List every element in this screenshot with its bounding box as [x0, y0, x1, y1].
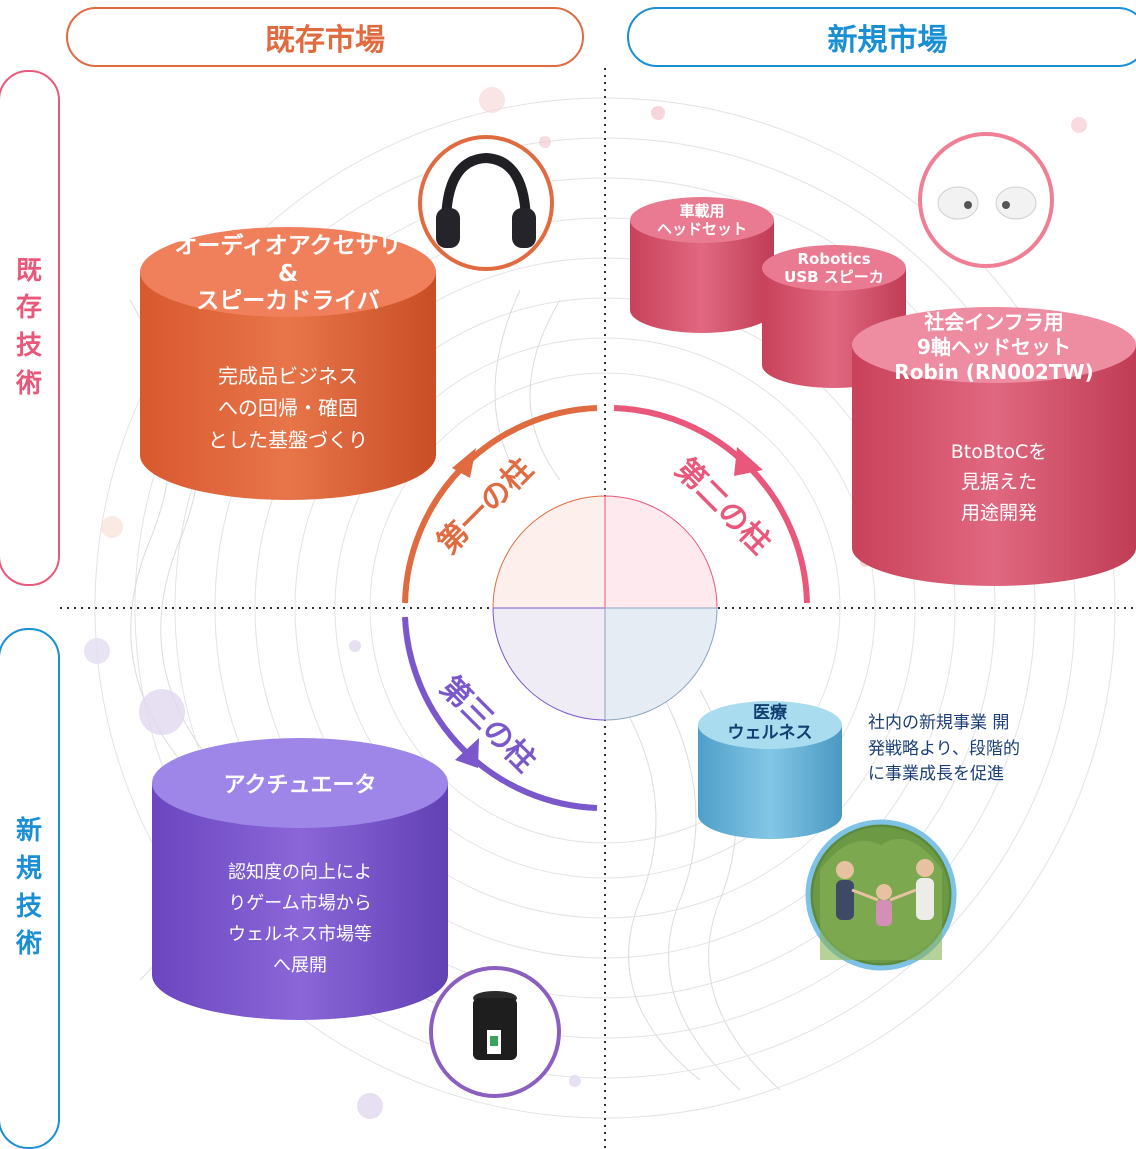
new-tech-char: 技: [15, 891, 42, 922]
second-pillar-arrow: [734, 447, 763, 476]
third-pillar-arrow: [455, 738, 479, 768]
audio-title-line: &: [277, 260, 299, 287]
new-tech-header: 新 規 技 術: [0, 628, 60, 1149]
earbuds-icon: [937, 186, 1037, 220]
medical-note-line: 発戦略より、段階的: [868, 738, 1020, 759]
audio-title-line: オーディオアクセサリ: [174, 233, 402, 259]
medical-note-line: 社内の新規事業 開: [868, 713, 1010, 733]
existing-market-header: 既存市場: [66, 7, 584, 67]
infra-body: BtoBtoCを 見据えた 用途開発: [862, 437, 1136, 528]
infra-title-line: 社会インフラ用: [924, 310, 1064, 334]
actuator-body-line: 認知度の向上によ: [228, 862, 372, 883]
actuator-photo: [429, 966, 561, 1098]
medical-note: 社内の新規事業 開 発戦略より、段階的 に事業成長を促進: [868, 711, 1068, 788]
medical-note-line: に事業成長を促進: [868, 764, 1004, 784]
audio-body-line: とした基盤づくり: [208, 428, 368, 452]
actuator-body-line: りゲーム市場から: [228, 892, 372, 914]
audio-body: 完成品ビジネス への回帰・確固 とした基盤づくり: [160, 360, 416, 456]
earbuds-photo: [918, 132, 1054, 268]
actuator-body-line: へ展開: [273, 954, 327, 976]
headphones-photo: [418, 135, 554, 271]
infra-title: 社会インフラ用 9軸ヘッドセット Robin (RN002TW): [862, 310, 1126, 385]
audio-body-line: への回帰・確固: [218, 396, 358, 420]
existing-tech-char: 既: [15, 255, 42, 286]
actuator-body: 認知度の向上によ りゲーム市場から ウェルネス市場等 へ展開: [152, 858, 448, 982]
actuator-cylinder: [152, 738, 448, 1020]
infra-body-line: 用途開発: [960, 501, 1037, 524]
existing-tech-header: 既 存 技 術: [0, 70, 60, 586]
new-tech-char: 新: [15, 816, 42, 847]
robotics-title: Robotics USB スピーカ: [762, 250, 906, 286]
car-headset-title: 車載用 ヘッドセット: [632, 202, 772, 238]
car-headset-cylinder: [630, 197, 774, 333]
existing-tech-char: 技: [15, 331, 42, 361]
robotics-title-line: Robotics: [797, 250, 871, 268]
medical-title-line: 医療: [753, 703, 787, 723]
infra-body-line: BtoBtoCを: [950, 441, 1048, 463]
medical-cylinder: [698, 701, 842, 839]
new-tech-char: 術: [15, 929, 42, 960]
audio-title-line: スピーカドライバ: [196, 288, 380, 315]
car-headset-title-line: ヘッドセット: [656, 220, 747, 238]
headphones-icon: [436, 152, 536, 248]
center-circle: [492, 495, 718, 721]
car-headset-title-line: 車載用: [679, 202, 725, 220]
robotics-title-line: USB スピーカ: [784, 268, 884, 286]
audio-cylinder: [140, 227, 436, 500]
existing-tech-char: 存: [15, 293, 42, 324]
new-market-header: 新規市場: [627, 7, 1136, 67]
family-photo: [805, 819, 957, 971]
infra-title-line: 9軸ヘッドセット: [917, 335, 1071, 359]
new-tech-char: 規: [15, 853, 42, 884]
audio-title: オーディオアクセサリ & スピーカドライバ: [160, 233, 416, 316]
first-pillar-arrow: [452, 448, 476, 478]
actuator-device-icon: [473, 991, 517, 1060]
infra-cylinder: [852, 307, 1136, 586]
audio-body-line: 完成品ビジネス: [218, 364, 358, 388]
third-pillar-arc: [402, 616, 598, 811]
infra-title-line: Robin (RN002TW): [894, 360, 1094, 384]
medical-title-line: ウェルネス: [727, 723, 813, 744]
medical-title: 医療 ウェルネス: [698, 703, 842, 744]
actuator-title: アクチュエータ: [223, 773, 377, 798]
actuator-body-line: ウェルネス市場等: [228, 923, 372, 945]
infra-body-line: 見据えた: [960, 471, 1037, 494]
existing-tech-char: 術: [15, 368, 42, 399]
